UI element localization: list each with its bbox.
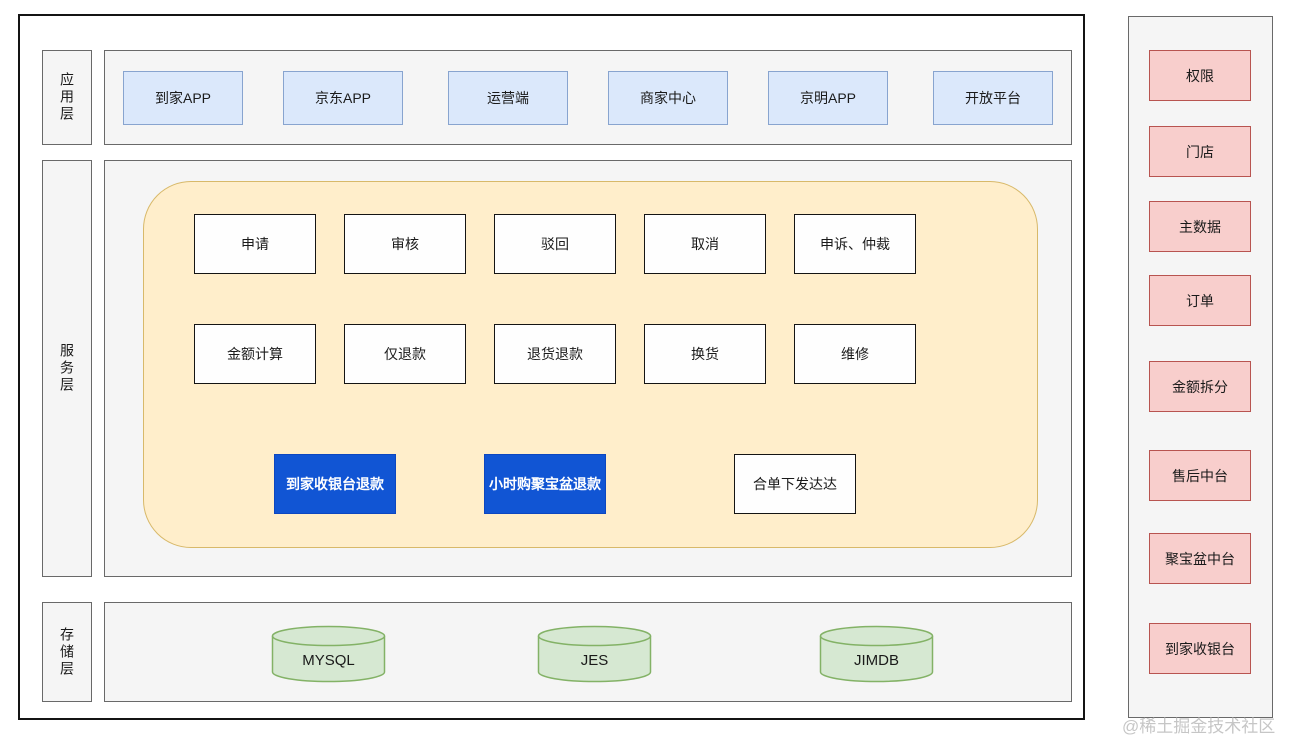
service-box-merge-order-dada: 合单下发达达 <box>734 454 856 514</box>
service-box-exchange: 换货 <box>644 324 766 384</box>
capability-box-jubaopen-mid: 聚宝盆中台 <box>1149 533 1251 584</box>
app-box-jingming-app: 京明APP <box>768 71 888 125</box>
layer-label-text: 应用层 <box>59 72 75 123</box>
service-box-jubaopen-refund: 小时购聚宝盆退款 <box>484 454 606 514</box>
layer-label-application: 应用层 <box>42 50 92 145</box>
capability-box-permission: 权限 <box>1149 50 1251 101</box>
database-icon <box>271 625 386 683</box>
app-box-open-platform: 开放平台 <box>933 71 1053 125</box>
service-box-cancel: 取消 <box>644 214 766 274</box>
service-box-amount-calc: 金额计算 <box>194 324 316 384</box>
app-box-operations: 运营端 <box>448 71 568 125</box>
layer-label-text: 服务层 <box>59 343 75 394</box>
service-zone: 申请 审核 驳回 取消 申诉、仲裁 金额计算 仅退款 退货退款 换货 维修 到家… <box>143 181 1038 548</box>
capability-box-master-data: 主数据 <box>1149 201 1251 252</box>
layer-label-text: 存储层 <box>59 626 75 678</box>
database-label: JES <box>580 651 609 669</box>
capability-panel: 权限 门店 主数据 订单 金额拆分 售后中台 聚宝盆中台 到家收银台 <box>1128 16 1273 718</box>
database-cylinder-jes: JES <box>537 625 652 683</box>
service-box-reject: 驳回 <box>494 214 616 274</box>
capability-box-aftersales-mid: 售后中台 <box>1149 450 1251 501</box>
app-box-daojia-app: 到家APP <box>123 71 243 125</box>
storage-layer-band: MYSQL JES JIMDB <box>104 602 1072 702</box>
layer-label-service: 服务层 <box>42 160 92 577</box>
watermark: @稀土掘金技术社区 <box>1122 717 1276 736</box>
database-icon <box>819 625 934 683</box>
service-box-review: 审核 <box>344 214 466 274</box>
layer-label-storage: 存储层 <box>42 602 92 702</box>
application-layer-band: 到家APP 京东APP 运营端 商家中心 京明APP 开放平台 <box>104 50 1072 145</box>
service-box-daojia-cashier-refund: 到家收银台退款 <box>274 454 396 514</box>
app-box-jingdong-app: 京东APP <box>283 71 403 125</box>
app-box-merchant: 商家中心 <box>608 71 728 125</box>
database-cylinder-mysql: MYSQL <box>271 625 386 683</box>
service-layer-band: 申请 审核 驳回 取消 申诉、仲裁 金额计算 仅退款 退货退款 换货 维修 到家… <box>104 160 1072 577</box>
database-cylinder-jimdb: JIMDB <box>819 625 934 683</box>
service-box-repair: 维修 <box>794 324 916 384</box>
database-label: JIMDB <box>854 651 899 669</box>
capability-box-amount-split: 金额拆分 <box>1149 361 1251 412</box>
database-label: MYSQL <box>302 651 355 669</box>
service-box-apply: 申请 <box>194 214 316 274</box>
main-container: 应用层 服务层 存储层 到家APP 京东APP 运营端 商家中心 京明APP 开… <box>18 14 1085 720</box>
capability-box-store: 门店 <box>1149 126 1251 177</box>
database-icon <box>537 625 652 683</box>
capability-box-order: 订单 <box>1149 275 1251 326</box>
service-box-appeal: 申诉、仲裁 <box>794 214 916 274</box>
capability-box-daojia-cashier: 到家收银台 <box>1149 623 1251 674</box>
service-box-return-refund: 退货退款 <box>494 324 616 384</box>
service-box-refund-only: 仅退款 <box>344 324 466 384</box>
